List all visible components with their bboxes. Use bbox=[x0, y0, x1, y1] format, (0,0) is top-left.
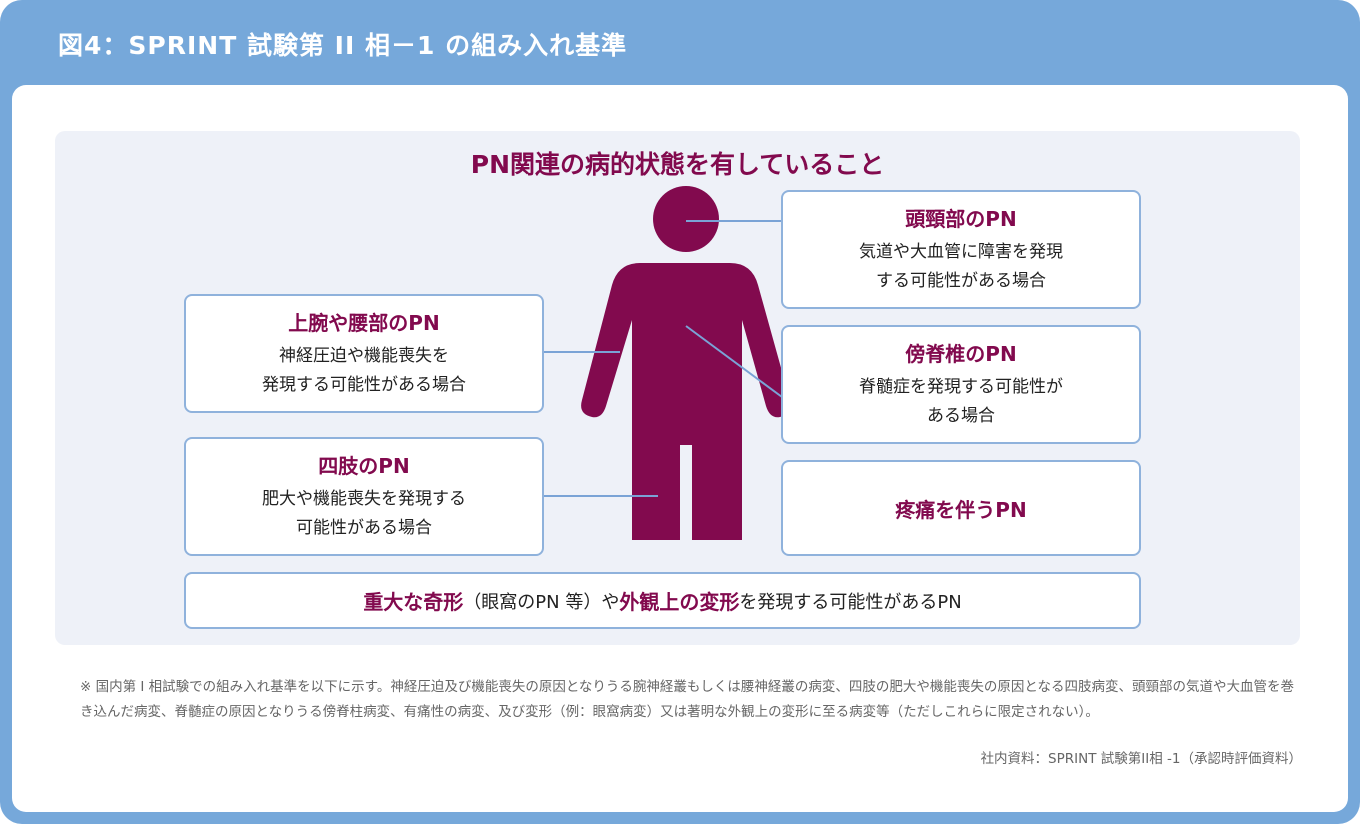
box-desc: 肥大や機能喪失を発現する bbox=[262, 489, 466, 509]
box-desc: 発現する可能性がある場合 bbox=[262, 375, 466, 395]
footnote: ※ 国内第 I 相試験での組み入れ基準を以下に示す。神経圧迫及び機能喪失の原因と… bbox=[80, 679, 1295, 720]
emphasis-text: 外観上の変形 bbox=[619, 590, 740, 614]
box-head-neck-pn: 頭頸部のPN 気道や大血管に障害を発現 する可能性がある場合 bbox=[781, 190, 1141, 309]
box-title: 疼痛を伴うPN bbox=[895, 497, 1027, 522]
box-desc: 気道や大血管に障害を発現 bbox=[859, 242, 1063, 262]
connector-lines bbox=[543, 220, 783, 497]
box-upper-limb-pn: 上腕や腰部のPN 神経圧迫や機能喪失を 発現する可能性がある場合 bbox=[184, 294, 544, 413]
plain-text: （眼窩のPN 等）や bbox=[463, 591, 620, 613]
human-silhouette-icon bbox=[581, 186, 791, 540]
box-desc: 可能性がある場合 bbox=[296, 518, 432, 538]
box-title: 傍脊椎のPN bbox=[905, 342, 1017, 366]
box-title: 上腕や腰部のPN bbox=[288, 311, 440, 335]
emphasis-text: 重大な奇形 bbox=[363, 590, 464, 614]
box-title: 頭頸部のPN bbox=[905, 207, 1017, 231]
box-desc: する可能性がある場合 bbox=[876, 271, 1046, 291]
box-title: 四肢のPN bbox=[318, 454, 410, 478]
box-desc: ある場合 bbox=[927, 406, 995, 426]
box-deformity-pn: 重大な奇形 （眼窩のPN 等）や 外観上の変形 を発現する可能性があるPN bbox=[184, 572, 1141, 629]
figure-title: 図4：SPRINT 試験第 II 相－1 の組み入れ基準 bbox=[58, 31, 628, 60]
box-desc: 神経圧迫や機能喪失を bbox=[279, 346, 449, 366]
box-limbs-pn: 四肢のPN 肥大や機能喪失を発現する 可能性がある場合 bbox=[184, 437, 544, 556]
source-citation: 社内資料：SPRINT 試験第II相 -1（承認時評価資料） bbox=[980, 751, 1302, 767]
box-pain-pn: 疼痛を伴うPN bbox=[781, 460, 1141, 556]
box-desc: 脊髄症を発現する可能性が bbox=[859, 377, 1063, 397]
plain-text: を発現する可能性があるPN bbox=[739, 591, 962, 613]
diagram-heading: PN関連の病的状態を有していること bbox=[470, 150, 885, 179]
box-paraspinal-pn: 傍脊椎のPN 脊髄症を発現する可能性が ある場合 bbox=[781, 325, 1141, 444]
